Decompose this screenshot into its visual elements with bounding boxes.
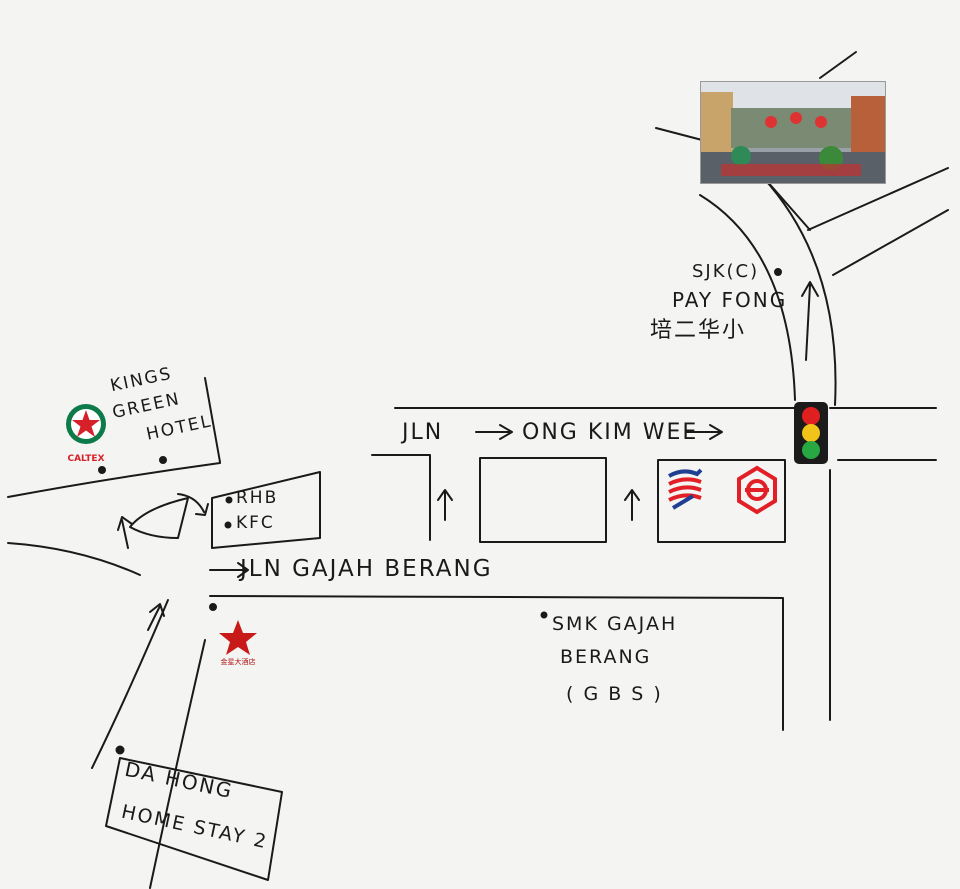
caltex-label: CALTEX <box>67 454 104 464</box>
traffic-light-green <box>802 441 820 459</box>
smk-label-line2: BERANG <box>560 646 652 668</box>
caltex-logo-icon: CALTEX <box>66 404 106 464</box>
traffic-light-red <box>802 407 820 425</box>
traffic-light-icon <box>794 402 828 464</box>
kfc-label: KFC <box>236 513 275 533</box>
street-label-ong-kim-wee: ONG KIM WEE <box>522 420 699 445</box>
street-label-jln: JLN <box>402 420 444 445</box>
school-label-line1: SJK(C) <box>692 261 760 282</box>
street-photo <box>700 81 886 184</box>
transit-logo-icon <box>737 465 777 515</box>
star-hotel-label: 金星大酒店 <box>221 657 256 666</box>
star-hotel-logo-icon: 金星大酒店 <box>219 620 257 666</box>
traffic-light-yellow <box>802 424 820 442</box>
school-label-line2: PAY FONG <box>672 288 788 312</box>
smk-label-line3: ( G B S ) <box>566 683 663 705</box>
street-label-gajah-berang: JLN GAJAH BERANG <box>240 556 493 582</box>
rhb-label: RHB <box>236 488 279 508</box>
school-label-chinese: 培二华小 <box>650 318 747 343</box>
bank-logo-icon <box>668 468 703 510</box>
smk-label-line1: SMK GAJAH <box>552 613 678 635</box>
